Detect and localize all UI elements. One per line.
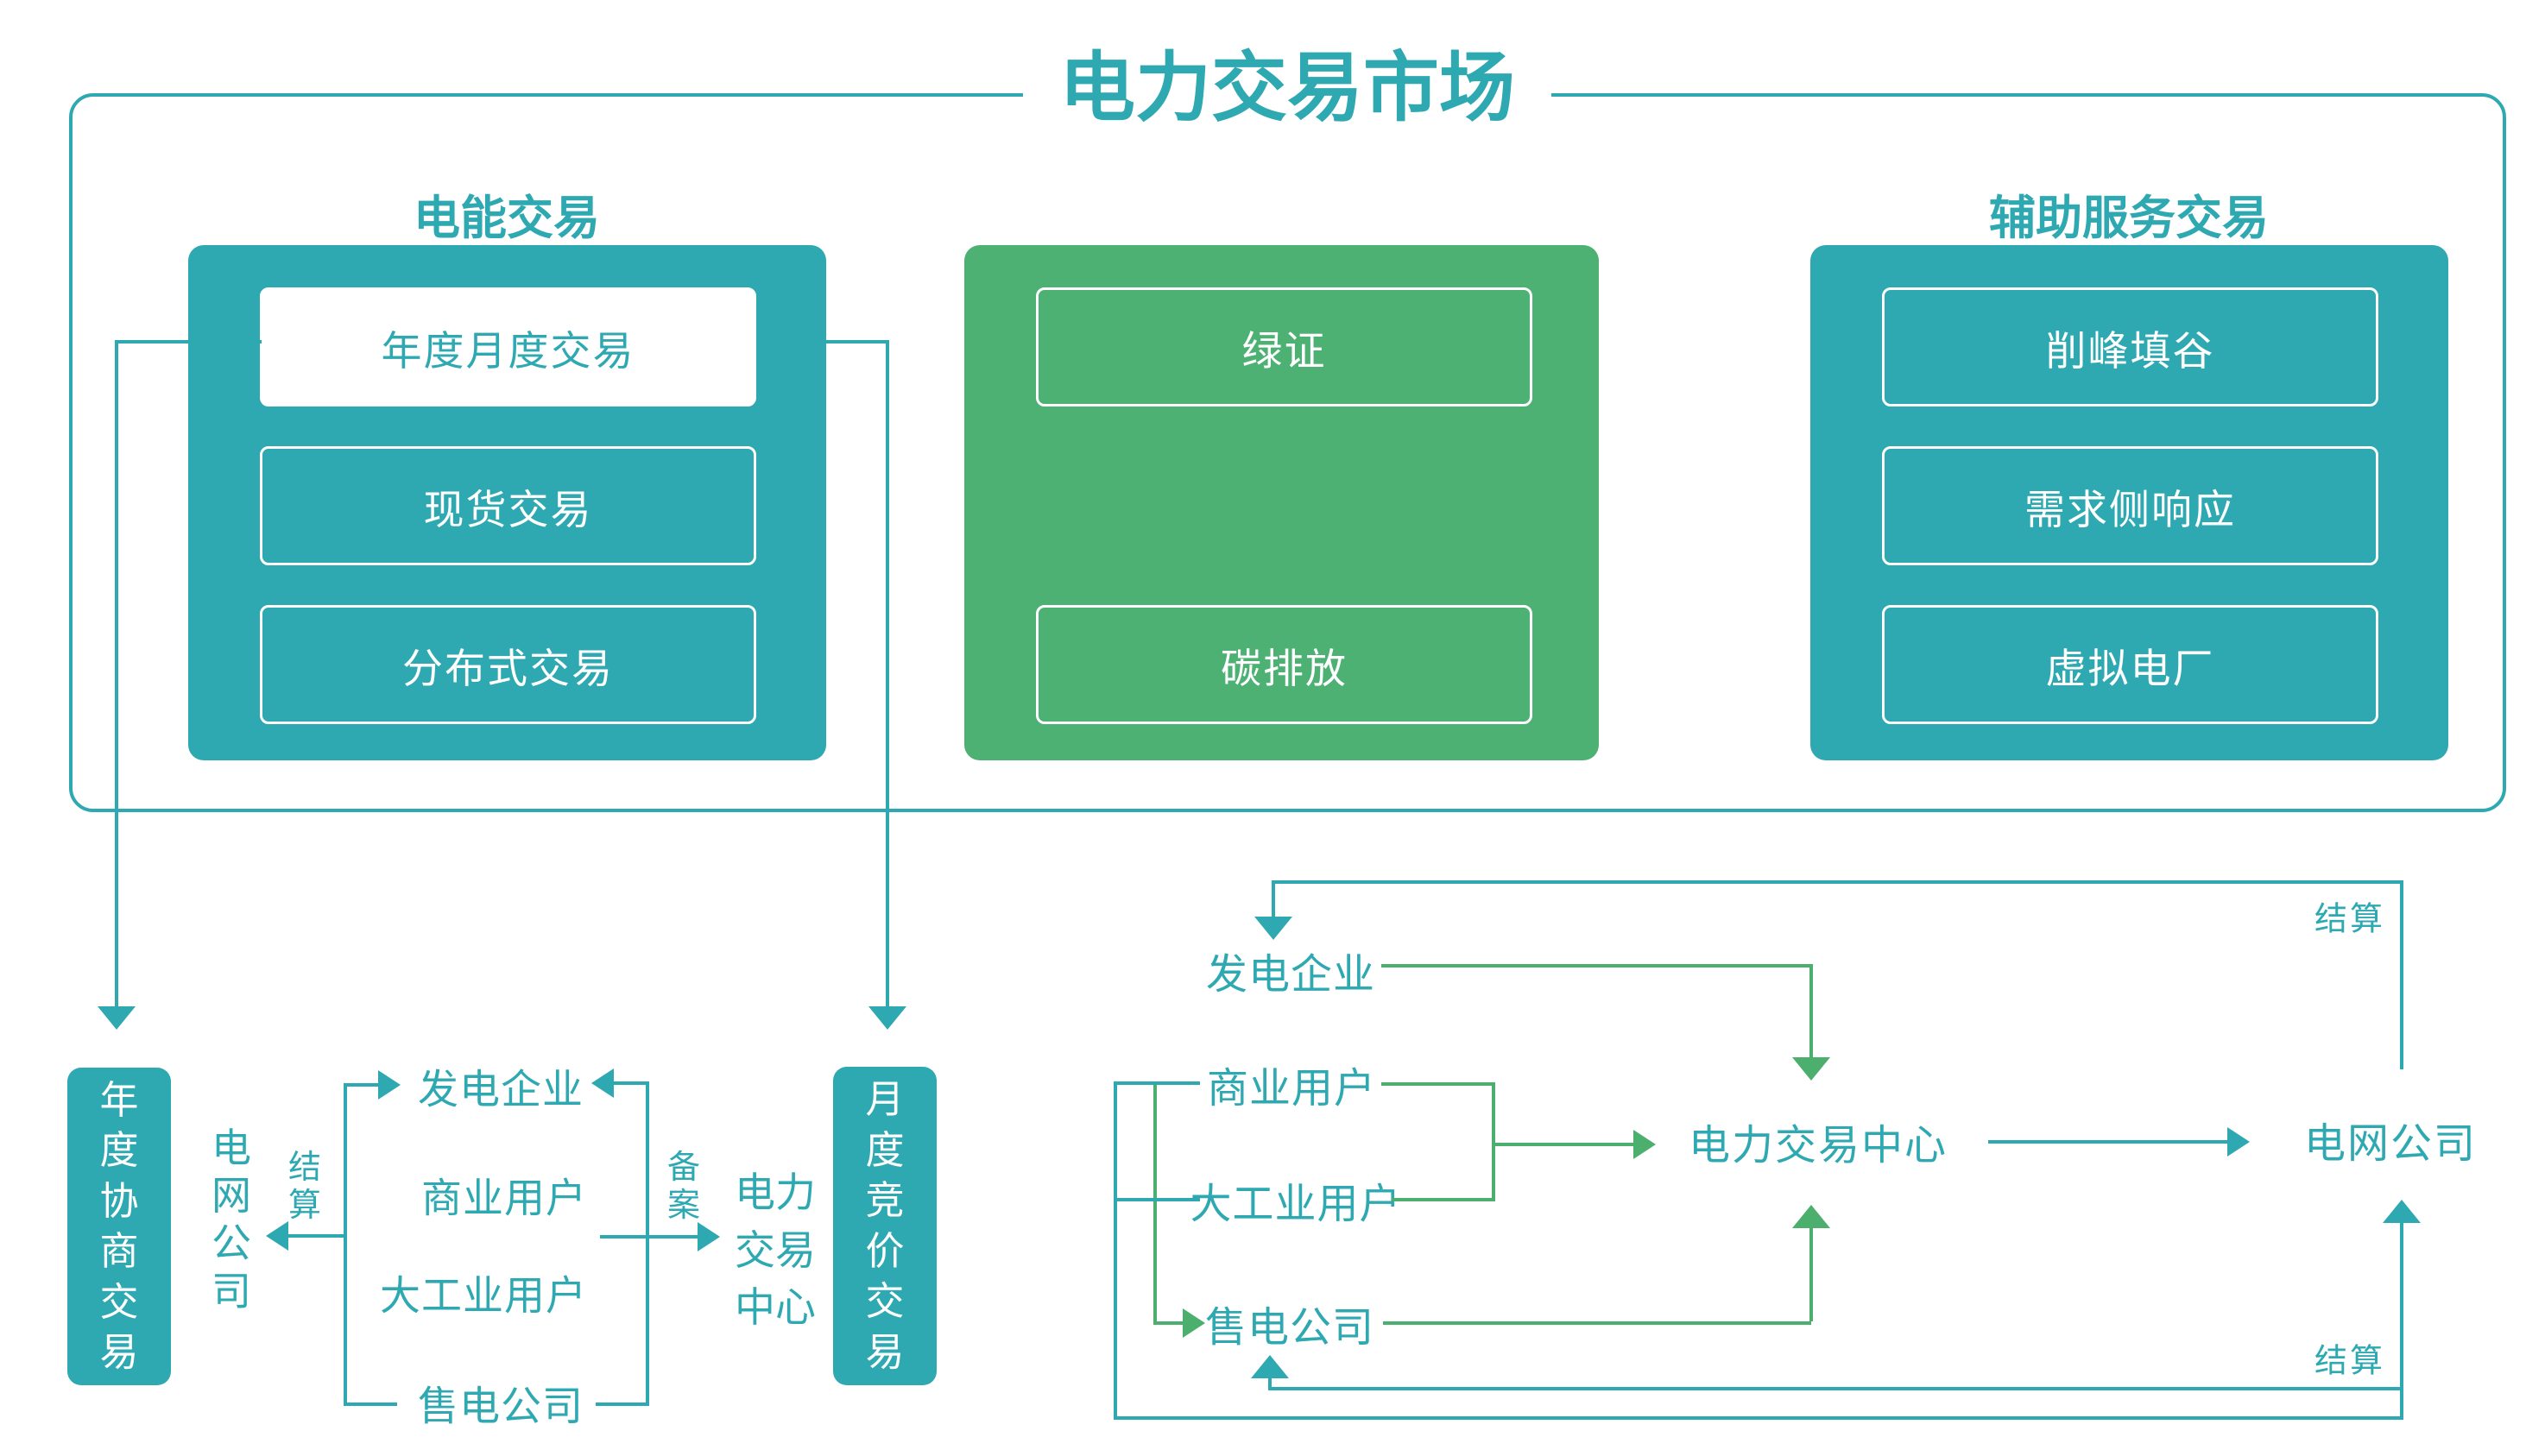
sub-box-annual-monthly: 年度月度交易	[260, 287, 756, 407]
sub-box-demand-response: 需求侧响应	[1882, 446, 2378, 565]
entity-industrial: 大工业用户	[380, 1272, 587, 1319]
connector-line	[596, 1402, 646, 1406]
annual-negotiated-trading-box: 年度协商交易	[67, 1068, 171, 1385]
generator-to-center-line	[1381, 964, 1813, 968]
users-settlement-line	[1114, 1081, 1200, 1085]
arrow-down-icon	[868, 1006, 906, 1030]
arrow-up-icon	[1251, 1355, 1289, 1378]
connector-line	[344, 1083, 378, 1087]
settlement-top-line	[1273, 880, 2403, 884]
users-settlement-line	[1114, 1416, 2403, 1420]
users-to-retailer-line	[1153, 1321, 1183, 1325]
generator-to-center-line	[1809, 964, 1813, 1057]
sub-box-distributed: 分布式交易	[260, 605, 756, 724]
grid-company-node: 电网公司	[2303, 1121, 2478, 1167]
center-to-grid-line	[1988, 1140, 2227, 1144]
retailer-node: 售电公司	[1204, 1305, 1375, 1351]
users-settlement-line	[1114, 1198, 1200, 1201]
connector-line	[886, 340, 889, 1008]
arrow-right-icon	[1183, 1308, 1205, 1338]
retailer-to-center-line	[1383, 1321, 1811, 1325]
arrow-down-icon	[98, 1006, 136, 1030]
connector-line	[649, 1235, 698, 1239]
settlement-bottom-line	[1270, 1387, 2402, 1390]
arrow-right-icon	[698, 1222, 720, 1251]
connector-line	[614, 1081, 646, 1085]
arrow-right-icon	[2227, 1127, 2250, 1157]
arrow-down-icon	[1792, 1057, 1830, 1081]
settlement-top-line	[1272, 880, 1275, 917]
connector-line	[344, 1402, 397, 1406]
connector-line	[115, 340, 262, 344]
arrow-left-icon	[591, 1068, 614, 1098]
users-settlement-line	[1114, 1081, 1117, 1418]
generator-node: 发电企业	[1205, 952, 1376, 998]
users-to-retailer-line	[1153, 1083, 1157, 1323]
retailer-to-center-line	[1809, 1228, 1813, 1321]
green-carbon-box: 绿证 碳排放	[964, 245, 1599, 760]
entity-commercial: 商业用户	[421, 1175, 587, 1221]
settlement-label-left: 结算	[287, 1150, 321, 1224]
filing-label: 备案	[666, 1150, 700, 1224]
trade-center-node: 电力交易中心	[1688, 1123, 1948, 1169]
energy-trading-box: 年度月度交易 现货交易 分布式交易	[188, 245, 826, 760]
arrow-up-icon	[1792, 1205, 1830, 1228]
bracket-line	[344, 1083, 347, 1404]
arrow-left-icon	[266, 1221, 288, 1251]
arrow-right-icon	[378, 1070, 401, 1100]
entity-generator: 发电企业	[418, 1066, 584, 1112]
section-label-ancillary: 辅助服务交易	[1989, 192, 2269, 244]
users-to-center-line	[1492, 1143, 1633, 1146]
commercial-node: 商业用户	[1206, 1066, 1377, 1112]
connector-line	[288, 1234, 344, 1238]
monthly-box-label: 月度竞价交易	[865, 1077, 905, 1374]
bracket-line	[646, 1081, 649, 1406]
connector-line	[600, 1235, 646, 1239]
sub-box-peak-shaving: 削峰填谷	[1882, 287, 2378, 407]
bracket-line	[1381, 1082, 1495, 1086]
arrow-down-icon	[1254, 917, 1292, 940]
monthly-bidding-trading-box: 月度竞价交易	[833, 1067, 937, 1385]
bracket-line	[1392, 1198, 1495, 1201]
arrow-right-icon	[1633, 1130, 1656, 1159]
section-label-energy: 电能交易	[414, 192, 600, 244]
connector-line	[115, 340, 118, 1008]
grid-company-label-left: 电网公司	[212, 1125, 251, 1314]
settlement-label-bottom: 结算	[2314, 1343, 2386, 1380]
annual-box-label: 年度协商交易	[99, 1077, 139, 1375]
page-title: 电力交易市场	[1022, 47, 1552, 129]
entity-retailer: 售电公司	[418, 1383, 584, 1429]
settlement-label-top: 结算	[2314, 901, 2386, 938]
ancillary-box: 削峰填谷 需求侧响应 虚拟电厂	[1810, 245, 2448, 760]
sub-box-green-cert: 绿证	[1036, 287, 1532, 407]
sub-box-spot: 现货交易	[260, 446, 756, 565]
bracket-line	[1492, 1082, 1495, 1201]
settlement-top-line	[2400, 880, 2403, 1069]
connector-line	[767, 340, 887, 344]
settlement-bottom-line	[1268, 1378, 1272, 1390]
trade-center-left: 电力交易中心	[735, 1169, 816, 1331]
users-settlement-line	[2400, 1223, 2403, 1420]
sub-box-carbon: 碳排放	[1036, 605, 1532, 724]
sub-box-virtual-plant: 虚拟电厂	[1882, 605, 2378, 724]
arrow-up-icon	[2383, 1200, 2421, 1223]
industrial-node: 大工业用户	[1190, 1182, 1402, 1227]
